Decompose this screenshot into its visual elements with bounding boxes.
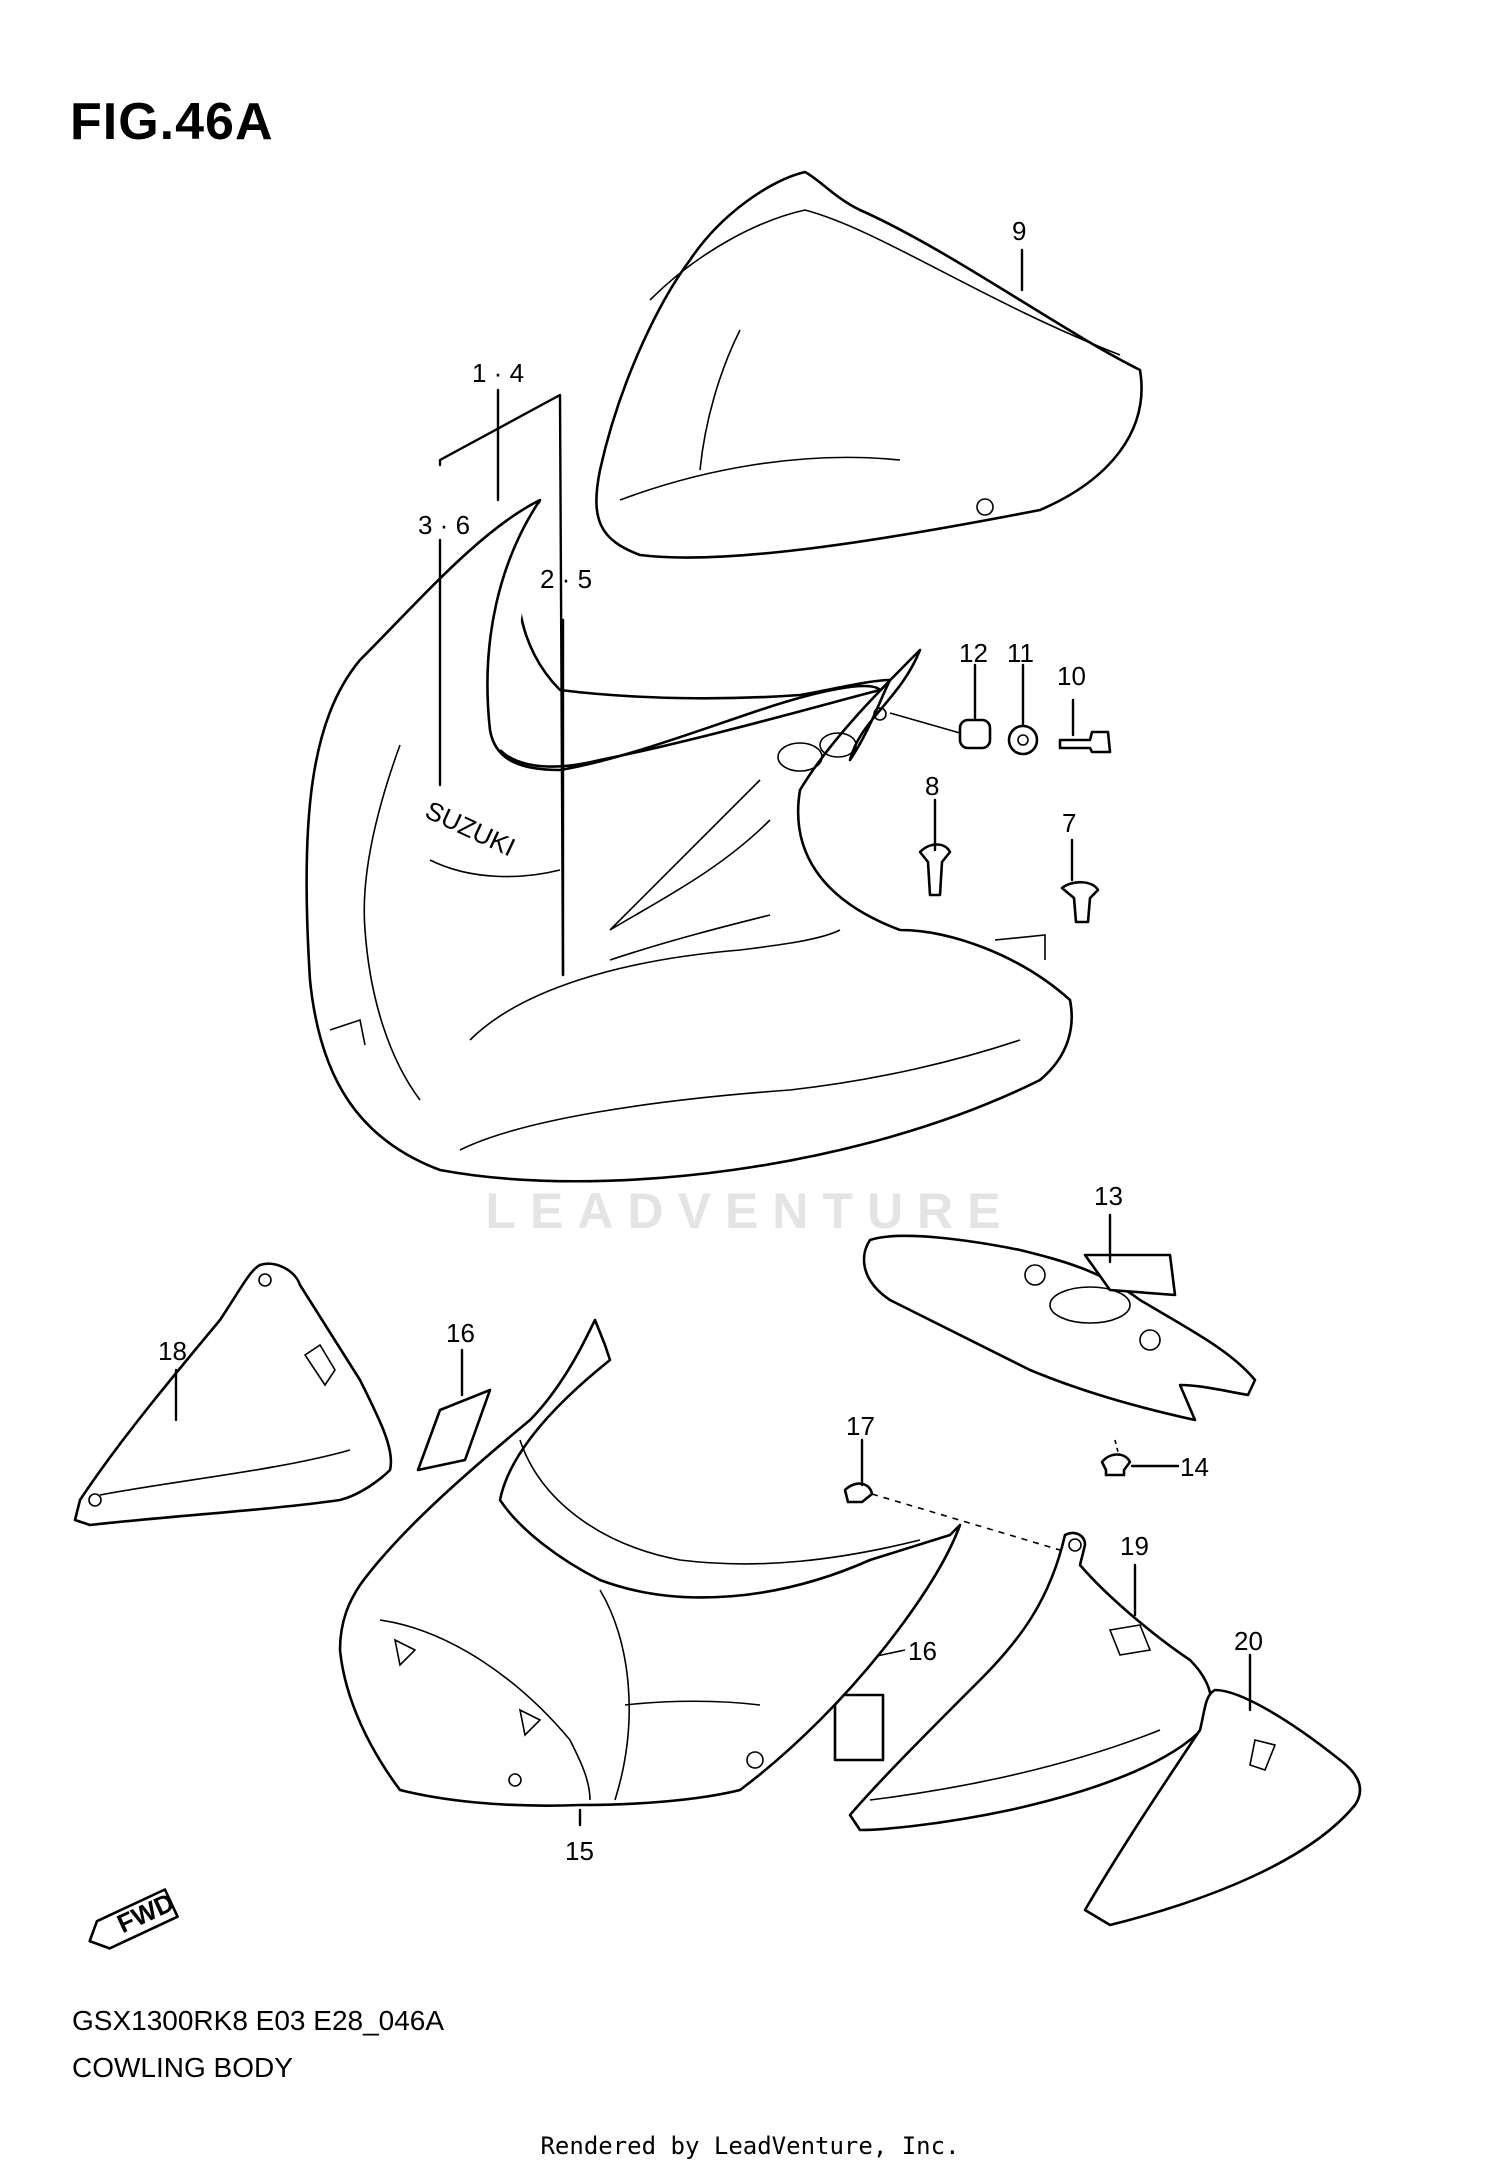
small-fasteners <box>843 1439 1132 1551</box>
callout-11: 11 <box>1007 638 1034 668</box>
bush-12-part <box>958 718 992 750</box>
callout-14: 14 <box>1180 1452 1209 1482</box>
figure-title: FIG.46A <box>70 93 274 151</box>
side-panel-19-part <box>848 1531 1214 1832</box>
callout-10: 10 <box>1057 661 1086 691</box>
decal-16b-part <box>833 1693 885 1762</box>
callout-17: 17 <box>846 1411 875 1441</box>
render-credit: Rendered by LeadVenture, Inc. <box>540 2132 960 2160</box>
callout-3-6: 3 · 6 <box>418 510 470 540</box>
side-panel-20-part <box>1083 1688 1362 1927</box>
leader-lines <box>174 248 1252 1827</box>
model-code: GSX1300RK8 E03 E28_046A <box>72 2005 445 2036</box>
callout-labels: 9 1 · 4 3 · 6 2 · 5 12 11 10 8 7 13 18 1… <box>158 216 1263 1866</box>
callout-9: 9 <box>1012 216 1026 246</box>
callout-7: 7 <box>1062 808 1076 838</box>
callout-18: 18 <box>158 1336 187 1366</box>
callout-15: 15 <box>565 1836 594 1866</box>
screw-14-part <box>1100 1453 1132 1477</box>
diagram-title: COWLING BODY <box>72 2052 293 2083</box>
callout-13: 13 <box>1094 1181 1123 1211</box>
watermark: LEADVENTURE <box>485 1183 1015 1239</box>
inner-panel-13-part <box>862 1234 1257 1422</box>
hardware-group <box>889 712 1112 924</box>
callout-20: 20 <box>1234 1626 1263 1656</box>
fwd-arrow-icon: FWD <box>88 1887 179 1950</box>
side-panel-18-part <box>73 1262 393 1527</box>
screw-17-part <box>843 1482 874 1504</box>
callout-16-upper: 16 <box>446 1318 475 1348</box>
callout-8: 8 <box>925 771 939 801</box>
washer-11-part <box>1007 724 1039 756</box>
upper-cowling-part: SUZUKI <box>305 498 1073 1183</box>
bolt-10-part <box>1058 730 1112 754</box>
lower-cowling-15-part <box>338 1318 962 1807</box>
screw-7-part <box>1060 880 1100 924</box>
callout-16-lower: 16 <box>908 1636 937 1666</box>
callout-19: 19 <box>1120 1531 1149 1561</box>
windscreen-part <box>595 170 1143 559</box>
screw-8-part <box>918 843 952 897</box>
callout-12: 12 <box>959 638 988 668</box>
callout-1-4: 1 · 4 <box>472 358 524 388</box>
callout-2-5: 2 · 5 <box>540 564 592 594</box>
